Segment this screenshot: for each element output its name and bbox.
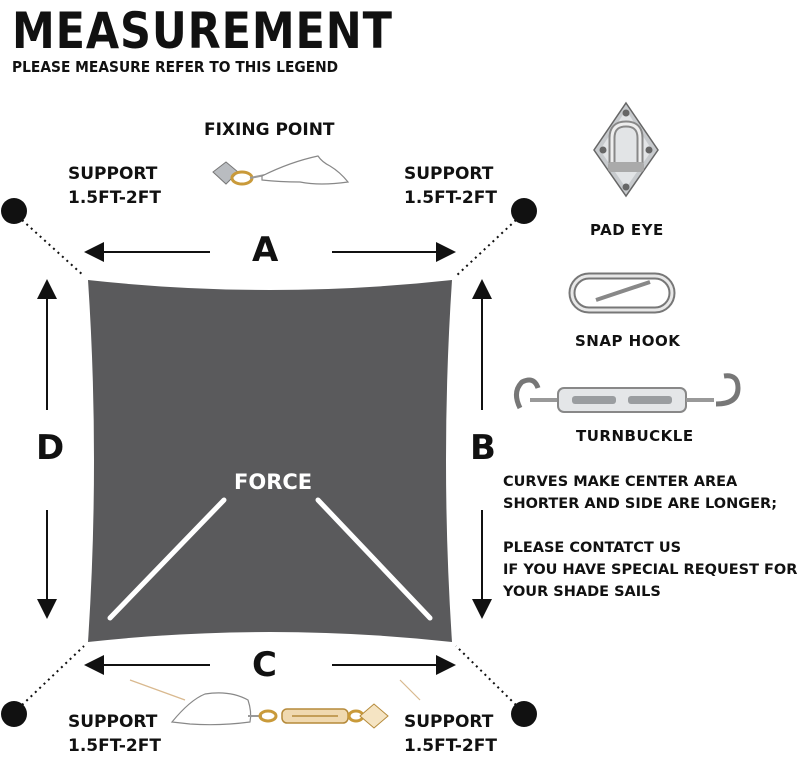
support-label-tl-range: 1.5FT-2FT (68, 188, 161, 208)
support-label-br-title: SUPPORT (404, 712, 494, 732)
turnbuckle-illustration (514, 373, 741, 413)
support-label-bl: SUPPORT 1.5FT-2FT (68, 710, 161, 758)
support-line-tr (455, 219, 517, 277)
page-title: MEASUREMENT (12, 2, 393, 60)
support-dot-bl (1, 701, 27, 727)
support-line-tl (21, 219, 85, 277)
support-dot-tr (511, 198, 537, 224)
support-dot-br (511, 701, 537, 727)
force-label: FORCE (234, 470, 313, 494)
support-label-bl-title: SUPPORT (68, 712, 158, 732)
support-line-bl (21, 645, 85, 706)
side-label-d: D (36, 428, 65, 468)
support-line-br (455, 645, 517, 706)
support-label-tl: SUPPORT 1.5FT-2FT (68, 162, 161, 210)
snap-hook-label: SNAP HOOK (575, 332, 681, 350)
turnbuckle-label: TURNBUCKLE (576, 427, 694, 445)
support-label-bl-range: 1.5FT-2FT (68, 736, 161, 756)
force-line-left (107, 497, 227, 621)
fixing-point-illustration (212, 155, 350, 186)
force-line-right (315, 497, 433, 621)
note-line-2: SHORTER AND SIDE ARE LONGER; (503, 496, 777, 512)
pad-eye-illustration (593, 101, 659, 198)
note-line-4: IF YOU HAVE SPECIAL REQUEST FOR (503, 562, 798, 578)
support-dot-tl (1, 198, 27, 224)
side-label-c: C (252, 645, 277, 685)
support-label-br-range: 1.5FT-2FT (404, 736, 497, 756)
support-label-br: SUPPORT 1.5FT-2FT (404, 710, 497, 758)
pad-eye-label: PAD EYE (590, 221, 664, 239)
support-label-tr-title: SUPPORT (404, 164, 494, 184)
fixing-point-label: FIXING POINT (204, 120, 335, 140)
side-label-a: A (252, 230, 279, 270)
shade-sail (88, 280, 452, 642)
support-label-tr: SUPPORT 1.5FT-2FT (404, 162, 497, 210)
support-label-tl-title: SUPPORT (68, 164, 158, 184)
support-label-tr-range: 1.5FT-2FT (404, 188, 497, 208)
page-subtitle: PLEASE MEASURE REFER TO THIS LEGEND (12, 58, 339, 76)
note-line-1: CURVES MAKE CENTER AREA (503, 474, 738, 490)
note-line-5: YOUR SHADE SAILS (503, 584, 661, 600)
side-label-b: B (470, 428, 496, 468)
snap-hook-illustration (568, 272, 676, 314)
bottom-hardware-illustration (129, 679, 421, 729)
note-line-3: PLEASE CONTATCT US (503, 540, 682, 556)
